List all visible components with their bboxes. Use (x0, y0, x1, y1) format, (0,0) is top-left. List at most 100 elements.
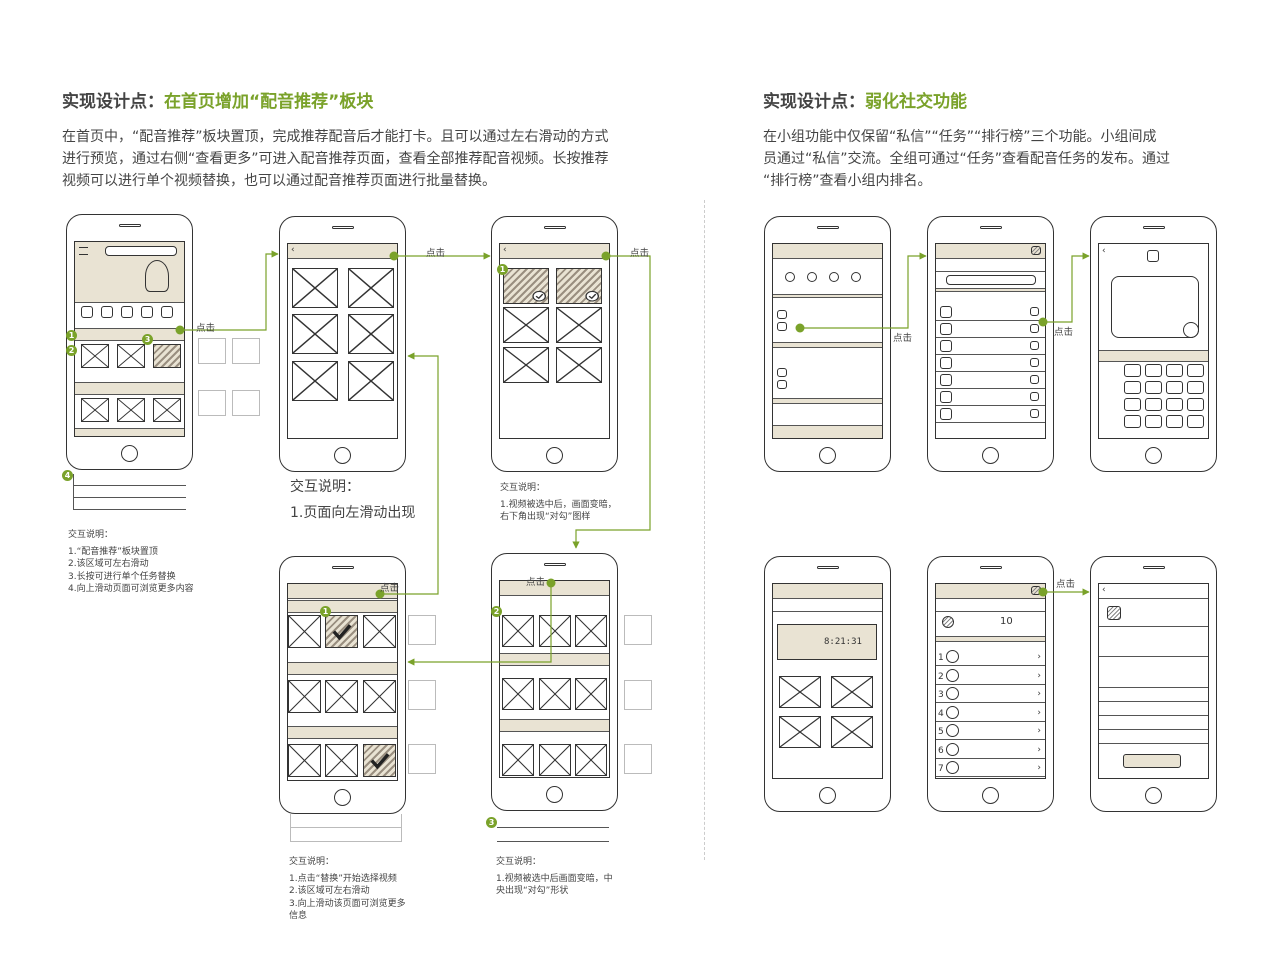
nav-circle-icon[interactable] (829, 272, 839, 282)
list-avatar[interactable] (777, 380, 787, 389)
rank-row[interactable]: 6› (936, 741, 1045, 759)
keyboard-key[interactable] (1145, 381, 1162, 394)
video-thumbnail[interactable] (288, 615, 321, 648)
video-thumbnail[interactable] (502, 744, 534, 776)
category-icon[interactable] (101, 306, 113, 318)
list-avatar[interactable] (777, 322, 787, 331)
edit-icon[interactable] (1030, 341, 1039, 350)
keyboard-key[interactable] (1145, 415, 1162, 428)
member-row[interactable] (936, 389, 1045, 406)
video-thumbnail[interactable] (363, 615, 396, 648)
nav-circle-icon[interactable] (807, 272, 817, 282)
record-icon[interactable] (1183, 322, 1199, 338)
tab-strip[interactable] (936, 599, 1045, 612)
back-icon[interactable]: ‹ (503, 245, 507, 255)
list-avatar[interactable] (777, 368, 787, 377)
search-input[interactable] (105, 246, 177, 256)
video-thumbnail[interactable] (153, 398, 181, 422)
video-thumbnail[interactable] (81, 344, 109, 368)
tab-bar[interactable] (773, 425, 882, 438)
video-thumbnail[interactable] (502, 678, 534, 710)
video-thumbnail[interactable] (363, 680, 396, 713)
task-thumbnail[interactable] (831, 716, 873, 748)
video-thumbnail[interactable] (117, 398, 145, 422)
rank-row[interactable]: 2› (936, 667, 1045, 685)
video-thumbnail[interactable] (292, 268, 338, 308)
video-thumbnail[interactable] (503, 307, 549, 343)
nav-circle-icon[interactable] (851, 272, 861, 282)
rank-row[interactable]: 3› (936, 685, 1045, 703)
video-thumbnail[interactable] (288, 680, 321, 713)
category-icon[interactable] (121, 306, 133, 318)
tab-strip[interactable] (936, 259, 1045, 272)
video-thumbnail[interactable] (81, 398, 109, 422)
keyboard[interactable] (1103, 364, 1207, 432)
video-thumbnail-selected[interactable] (363, 744, 396, 777)
edit-icon[interactable] (1030, 358, 1039, 367)
back-icon[interactable]: ‹ (1102, 585, 1106, 595)
video-thumbnail-selected[interactable] (556, 268, 602, 304)
keyboard-key[interactable] (1166, 398, 1183, 411)
tab-strip[interactable] (773, 599, 882, 612)
video-thumbnail[interactable] (575, 678, 607, 710)
member-row[interactable] (936, 338, 1045, 355)
video-thumbnail[interactable] (292, 361, 338, 401)
keyboard-key[interactable] (1187, 364, 1204, 377)
leave-group-button[interactable] (1123, 754, 1181, 768)
rank-row[interactable]: 5› (936, 722, 1045, 740)
keyboard-key[interactable] (1166, 381, 1183, 394)
edit-icon[interactable] (1030, 324, 1039, 333)
list-avatar[interactable] (777, 310, 787, 319)
keyboard-key[interactable] (1187, 415, 1204, 428)
keyboard-key[interactable] (1166, 415, 1183, 428)
task-thumbnail[interactable] (779, 716, 821, 748)
video-thumbnail[interactable] (288, 744, 321, 777)
keyboard-key[interactable] (1166, 364, 1183, 377)
video-thumbnail[interactable] (117, 344, 145, 368)
keyboard-key[interactable] (1124, 415, 1141, 428)
video-thumbnail[interactable] (539, 678, 571, 710)
video-thumbnail[interactable] (539, 744, 571, 776)
video-thumbnail[interactable] (325, 744, 358, 777)
video-thumbnail[interactable] (539, 615, 571, 647)
video-thumbnail[interactable] (325, 680, 358, 713)
back-icon[interactable]: ‹ (1102, 246, 1106, 256)
keyboard-key[interactable] (1124, 381, 1141, 394)
video-thumbnail[interactable] (348, 361, 394, 401)
video-thumbnail-pressed[interactable] (153, 344, 181, 368)
video-thumbnail[interactable] (556, 307, 602, 343)
keyboard-key[interactable] (1124, 398, 1141, 411)
member-row[interactable] (936, 372, 1045, 389)
keyboard-key[interactable] (1145, 364, 1162, 377)
edit-icon[interactable] (1030, 375, 1039, 384)
video-thumbnail[interactable] (502, 615, 534, 647)
keyboard-key[interactable] (1187, 381, 1204, 394)
video-thumbnail[interactable] (575, 744, 607, 776)
video-thumbnail[interactable] (503, 347, 549, 383)
search-input[interactable] (946, 275, 1036, 285)
member-row[interactable] (936, 355, 1045, 372)
edit-icon[interactable] (1030, 307, 1039, 316)
category-icon[interactable] (81, 306, 93, 318)
video-thumbnail-selected[interactable] (503, 268, 549, 304)
video-thumbnail[interactable] (292, 314, 338, 354)
task-thumbnail[interactable] (779, 676, 821, 708)
edit-icon[interactable] (1030, 409, 1039, 418)
video-thumbnail[interactable] (348, 268, 394, 308)
group-avatar-icon[interactable] (1031, 246, 1041, 255)
member-row[interactable] (936, 321, 1045, 338)
category-icon[interactable] (141, 306, 153, 318)
video-thumbnail[interactable] (348, 314, 394, 354)
input-toolbar[interactable] (1099, 350, 1208, 362)
keyboard-key[interactable] (1145, 398, 1162, 411)
menu-icon[interactable] (79, 247, 88, 255)
rank-row[interactable]: 7› (936, 759, 1045, 777)
task-thumbnail[interactable] (831, 676, 873, 708)
member-row[interactable] (936, 304, 1045, 321)
video-thumbnail[interactable] (556, 347, 602, 383)
nav-circle-icon[interactable] (785, 272, 795, 282)
edit-icon[interactable] (1030, 392, 1039, 401)
keyboard-key[interactable] (1124, 364, 1141, 377)
keyboard-key[interactable] (1187, 398, 1204, 411)
member-row[interactable] (936, 406, 1045, 423)
